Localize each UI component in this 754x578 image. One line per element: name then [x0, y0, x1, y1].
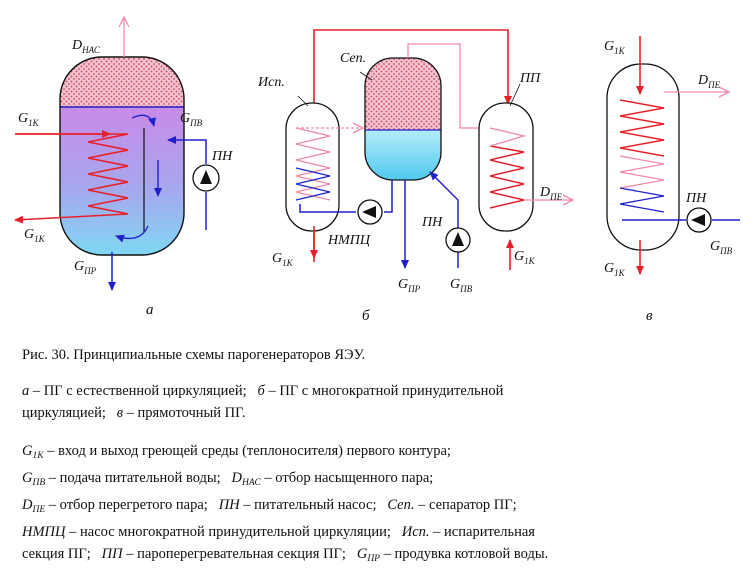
label-g-pv-a: GПВ: [180, 111, 203, 128]
steam-generator-diagram: DНАС G1K G1K GПВ GПР ПН а: [14, 0, 740, 324]
label-sep: Сеп.: [340, 51, 366, 66]
legend-line-gpv: GПВ – подача питательной воды; DНАС – от…: [22, 470, 434, 488]
panel-letter-b: б: [362, 308, 370, 324]
label-g-pr-a: GПР: [74, 259, 97, 276]
label-nmpc: НМПЦ: [327, 233, 371, 248]
label-d-pe-c: DПЕ: [697, 73, 721, 90]
vessel-a: [59, 56, 185, 256]
label-g1k-right-b: G1K: [514, 249, 536, 266]
label-pn-b: ПН: [421, 215, 443, 230]
label-pn-c: ПН: [685, 191, 707, 206]
legend-text-b-cont: циркуляцией;: [22, 405, 106, 421]
label-g-pr-b: GПР: [398, 277, 421, 294]
figure-caption: Рис. 30. Принципиальные схемы парогенера…: [22, 347, 366, 363]
label-d-pe-b: DПЕ: [539, 185, 563, 202]
legend-symbols: G1K – вход и выход греющей среды (теплон…: [22, 440, 742, 570]
label-g1k-out-c: G1K: [604, 261, 626, 278]
label-g1k-left-b: G1K: [272, 251, 294, 268]
label-g-pv-b: GПВ: [450, 277, 473, 294]
legend-panels: а – ПГ с естественной циркуляцией; б – П…: [22, 380, 742, 424]
label-g1k-in-c: G1K: [604, 39, 626, 56]
panel-a: DНАС G1K G1K GПВ GПР ПН а: [14, 18, 233, 318]
legend-letter-a: а: [22, 383, 30, 399]
superheater-section: [478, 102, 534, 232]
legend-text-b: – ПГ с многократной принудительной: [264, 383, 504, 399]
legend-text-c: – прямоточный ПГ.: [123, 405, 246, 421]
label-isp: Исп.: [257, 75, 285, 90]
label-d-nas-a: DНАС: [71, 38, 101, 55]
panel-letter-a: а: [146, 302, 154, 318]
legend-letter-c: в: [116, 405, 124, 421]
legend-panels-line2: циркуляцией; в – прямоточный ПГ.: [22, 402, 742, 424]
heating-coil-a: [14, 133, 129, 224]
separator: [364, 57, 442, 181]
panel-c: G1K DПЕ ПН G1K GПВ в: [604, 36, 740, 324]
panel-letter-c: в: [646, 308, 653, 324]
legend-text-a: – ПГ с естественной циркуляцией;: [29, 383, 247, 399]
panel-b: Исп. Сеп. ПП DПЕ G1K НМПЦ ПН GПР GПВ G1K…: [257, 29, 572, 324]
legend-panels-line1: а – ПГ с естественной циркуляцией; б – П…: [22, 380, 742, 402]
label-g1k-in-a: G1K: [18, 111, 40, 128]
legend-line-g1k: G1K – вход и выход греющей среды (теплон…: [22, 443, 451, 461]
label-pp: ПП: [519, 71, 541, 86]
label-g-pv-c: GПВ: [710, 239, 733, 256]
legend-line-pp: секция ПГ; ПП – пароперегревательная сек…: [22, 546, 549, 564]
label-pn-a: ПН: [211, 149, 233, 164]
legend-letter-b: б: [257, 383, 265, 399]
legend-line-dpe: DПЕ – отбор перегретого пара; ПН – питат…: [22, 497, 517, 515]
legend-line-nmpc: НМПЦ – насос многократной принудительной…: [22, 524, 535, 540]
label-g1k-out-a: G1K: [24, 227, 46, 244]
